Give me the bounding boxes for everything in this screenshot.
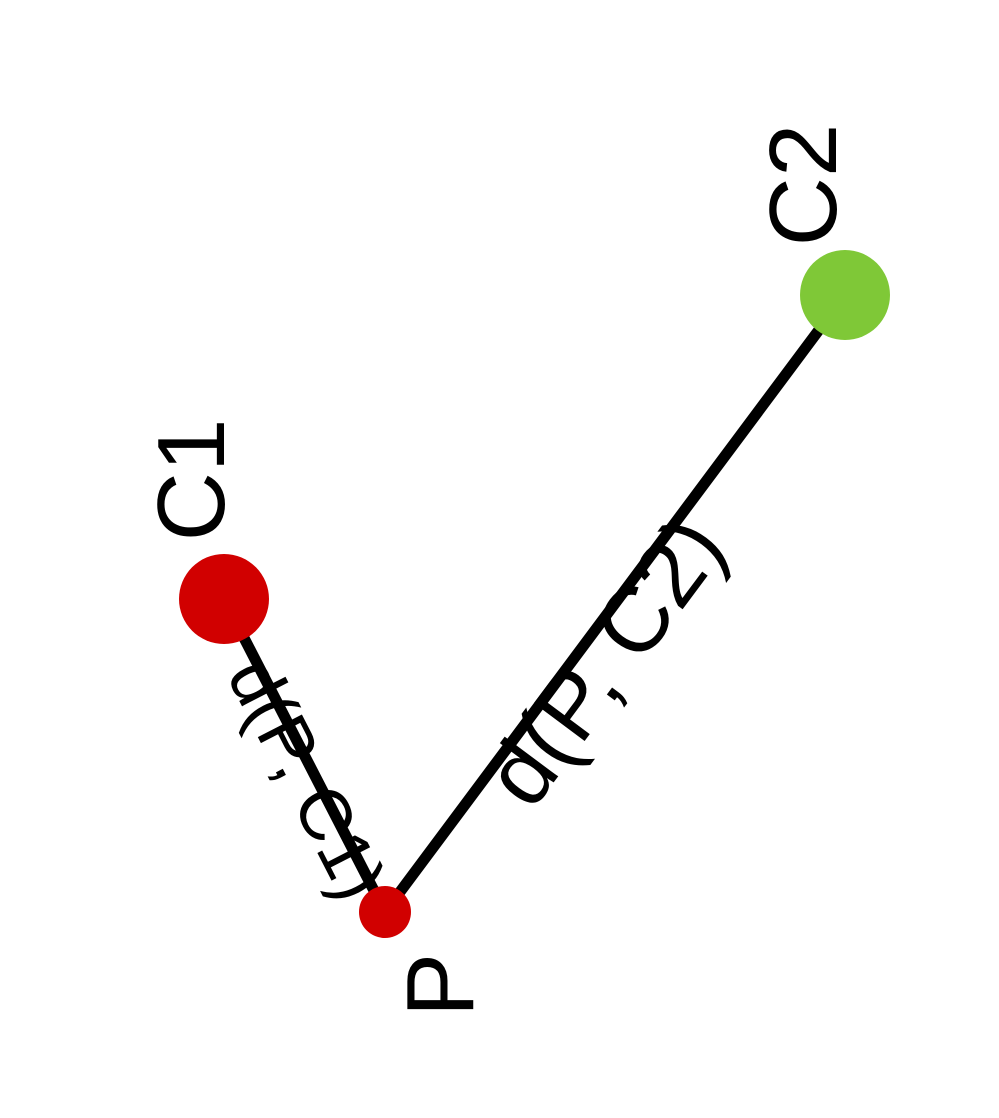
edge-p-c2: [379, 289, 851, 918]
node-p-label: P: [387, 953, 494, 1017]
edge-p-c2-label: d(P, C2): [465, 498, 744, 824]
node-c2: [800, 250, 890, 340]
edge-p-c1-label: d(P, C1): [212, 646, 401, 913]
node-p: [359, 886, 411, 938]
node-c1: [179, 554, 269, 644]
node-c1-label: C1: [138, 419, 245, 542]
node-c2-label: C2: [750, 124, 857, 247]
edge-p-c1: [218, 593, 391, 918]
